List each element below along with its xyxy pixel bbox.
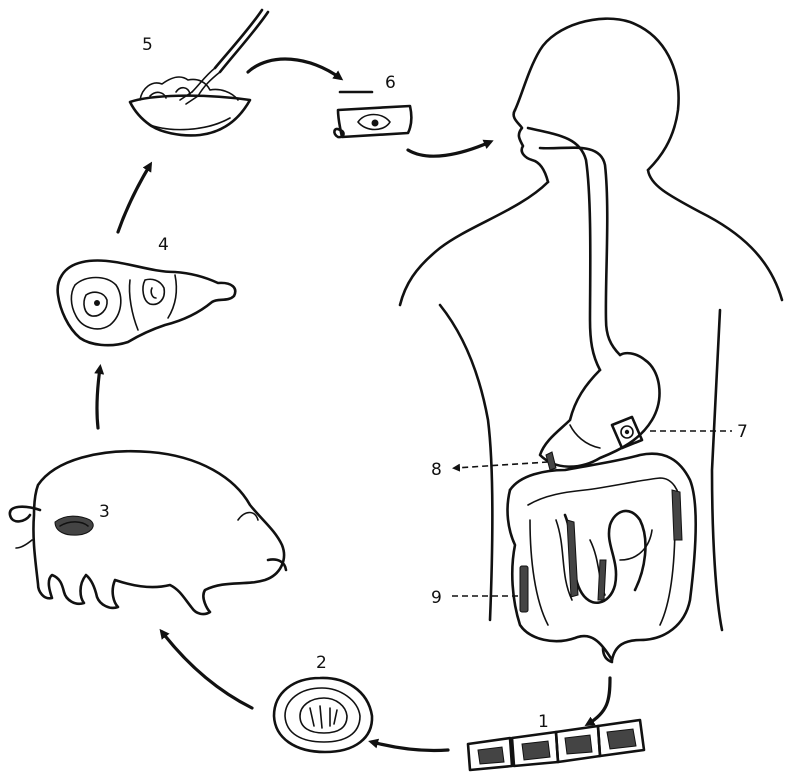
label-9: 9 — [431, 588, 442, 608]
label-7: 7 — [737, 422, 748, 442]
arrow-cyst-to-mouth — [408, 142, 490, 156]
label-8: 8 — [431, 460, 442, 480]
arrow-egg-to-pig — [162, 632, 252, 708]
meat-icon — [58, 261, 236, 346]
proglottid-icon — [468, 720, 644, 770]
arrow-pig-to-meat — [97, 368, 100, 428]
pointer-8 — [455, 462, 548, 468]
arrow-proglottid-to-egg — [372, 742, 448, 751]
label-5: 5 — [142, 35, 153, 55]
egg-icon — [274, 678, 372, 752]
label-3: 3 — [99, 502, 110, 522]
label-6: 6 — [385, 73, 396, 93]
stage-labels: 5 6 4 3 2 1 7 8 9 — [99, 35, 748, 732]
cyst-icon — [55, 516, 93, 535]
pointer-lines — [452, 431, 732, 596]
cycle-arrows — [97, 59, 610, 750]
label-1: 1 — [538, 712, 549, 732]
label-2: 2 — [316, 653, 327, 673]
arrow-bowl-to-cyst — [248, 59, 340, 78]
cyst-icon — [334, 92, 411, 137]
label-4: 4 — [158, 235, 169, 255]
arrow-rectum-to-proglottid — [588, 678, 610, 724]
human-body-icon — [400, 19, 782, 662]
arrow-meat-to-bowl — [118, 165, 150, 232]
pig-icon — [10, 451, 286, 614]
